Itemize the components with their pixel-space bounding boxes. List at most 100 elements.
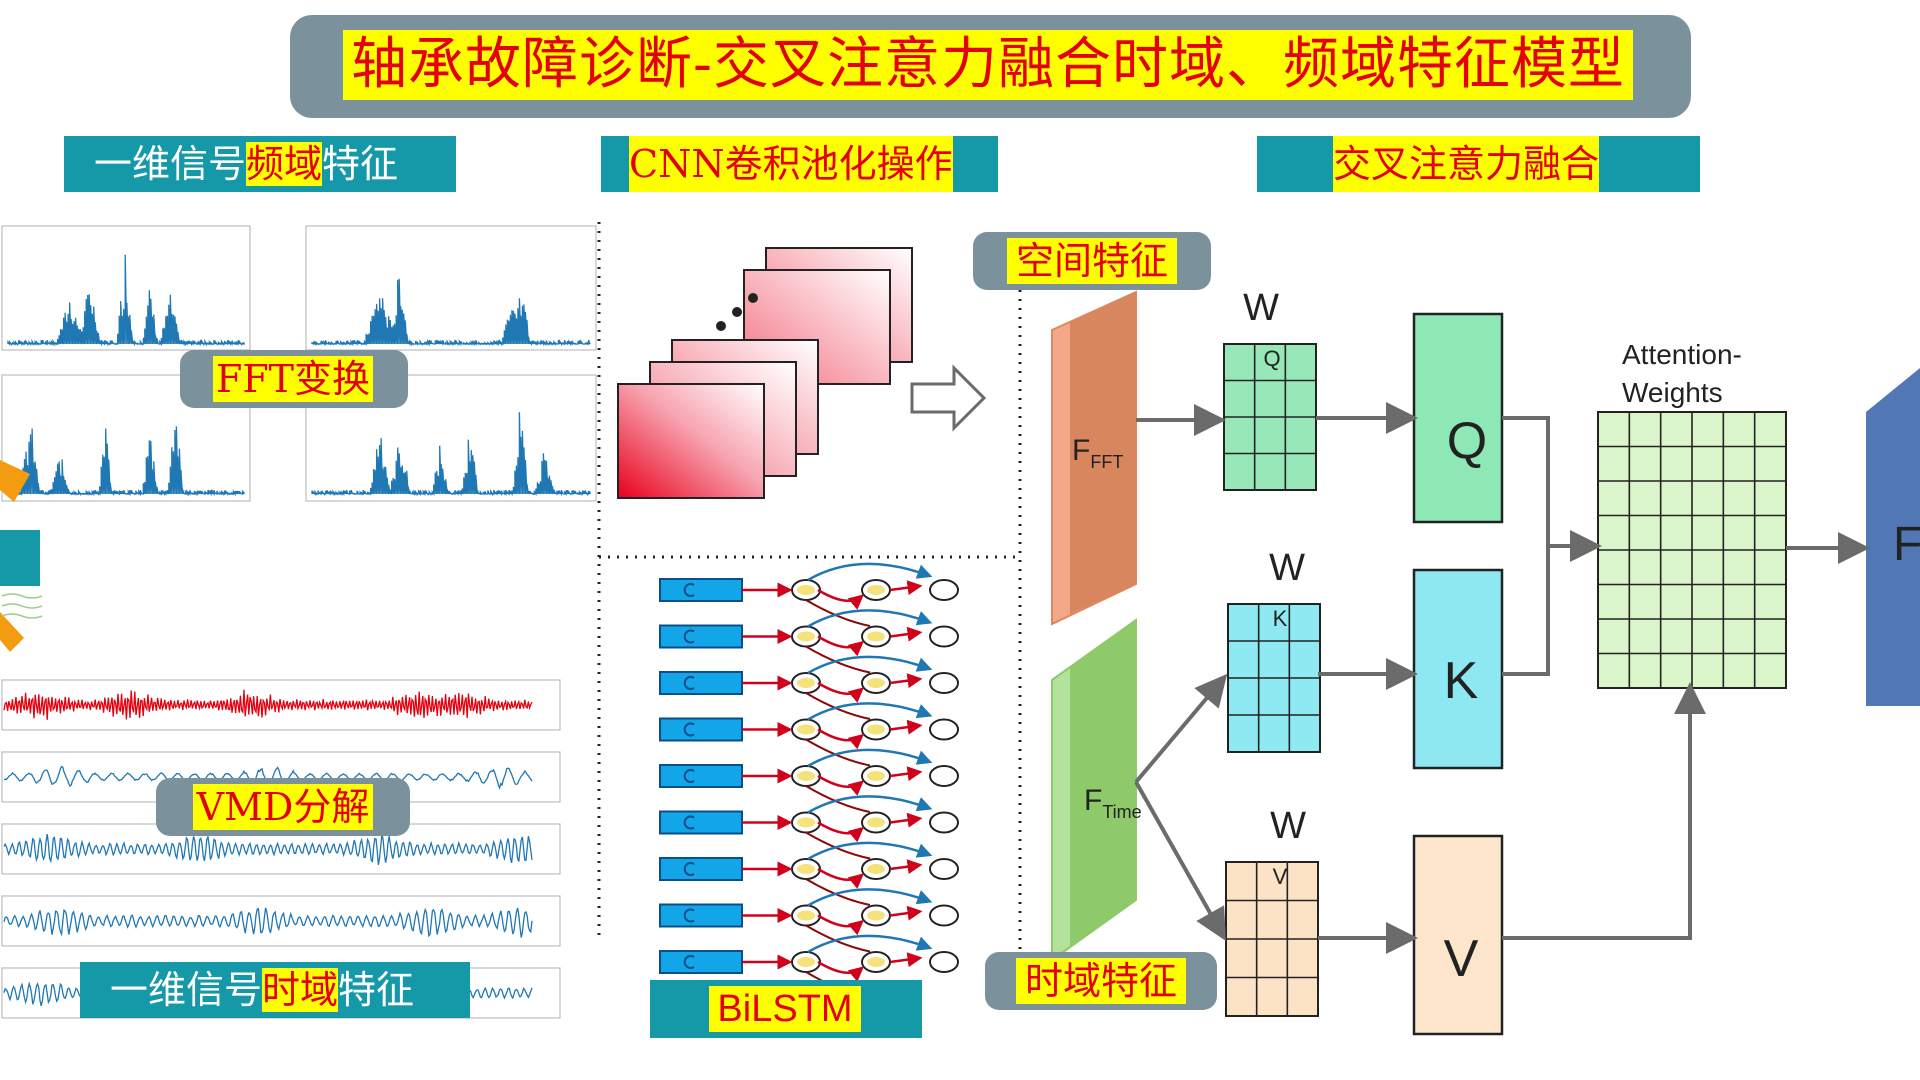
recurrent-edge (805, 692, 871, 720)
recurrent-edge (805, 785, 871, 813)
forward-edge (817, 588, 864, 610)
lstm-node-fill (867, 724, 885, 735)
recurrent-edge (805, 924, 871, 953)
input-cell (659, 764, 743, 788)
fft-spectrum-3 (7, 426, 245, 497)
input-cell (659, 578, 743, 602)
cnn-section-title: CNN卷积池化操作 (629, 136, 953, 192)
lstm-node (929, 811, 959, 834)
lstm-node-fill (867, 817, 885, 828)
attention-section-title: 交叉注意力融合 (1333, 136, 1600, 192)
freq-title-prefix: 一维信号 (94, 142, 247, 186)
input-cell (659, 717, 743, 742)
fft-spectrum-panels (1, 225, 597, 502)
recurrent-edge (805, 738, 871, 767)
bilstm-row (659, 934, 959, 999)
ellipsis-dot (732, 307, 742, 317)
time-title-highlight: 时域 (262, 968, 339, 1012)
wq-sub-label: Q (1263, 346, 1280, 371)
lstm-node-fill (797, 678, 815, 688)
lstm-node-fill (867, 771, 885, 781)
k-label: K (1444, 652, 1479, 710)
lstm-node-fill (797, 724, 815, 735)
forward-edge (817, 681, 864, 703)
time-section-header: 一维信号时域特征 (80, 962, 470, 1018)
backward-edge (807, 748, 933, 768)
attention-section-header: 交叉注意力融合 (1257, 136, 1700, 192)
lstm-node (929, 579, 959, 601)
wq-w-label: W (1243, 287, 1279, 329)
recurrent-edge (805, 599, 871, 627)
bilstm-row (659, 655, 959, 720)
page-title: 轴承故障诊断-交叉注意力融合时域、频域特征模型 (343, 30, 1633, 100)
lstm-node (929, 672, 959, 694)
time-title-suffix: 特征 (338, 968, 415, 1012)
forward-edge (817, 821, 864, 843)
freq-title-suffix: 特征 (322, 142, 399, 186)
f-time-block-side (1070, 620, 1136, 946)
recurrent-edge (805, 645, 871, 674)
lstm-node (929, 765, 959, 787)
input-cell (659, 624, 743, 649)
lstm-node (929, 625, 959, 648)
forward-edge (889, 812, 923, 828)
forward-edge (817, 867, 864, 889)
wv-sub-label: V (1273, 864, 1288, 889)
ellipsis-dot (716, 321, 726, 331)
wv-w-label: W (1270, 805, 1306, 847)
forward-edge (889, 952, 923, 968)
feature-map-card-front (617, 383, 765, 499)
input-cell (659, 810, 743, 835)
forward-edge (889, 905, 923, 921)
backward-edge (807, 888, 933, 907)
lstm-node-fill (797, 817, 815, 828)
backward-edge (807, 562, 933, 582)
left-edge-block (0, 530, 40, 586)
backward-edge (807, 841, 933, 861)
input-cell-glyph (683, 908, 695, 923)
wk-sub-label: K (1273, 606, 1288, 631)
input-cell-glyph (683, 676, 695, 690)
input-cell-glyph (683, 955, 695, 969)
input-cell (659, 671, 743, 695)
input-cell (659, 903, 743, 928)
backward-edge (807, 934, 933, 954)
lstm-node (929, 904, 959, 927)
input-cell-glyph (683, 583, 695, 597)
attention-weights-label-line2: Weights (1622, 377, 1723, 408)
left-edge-arrow-bottom (0, 612, 24, 652)
input-cell-glyph (683, 722, 695, 737)
lstm-node-fill (867, 957, 885, 967)
freq-section-title: 一维信号频域特征 (94, 136, 398, 192)
connector-time-to-wk (1134, 673, 1228, 784)
fft-panel-2 (305, 225, 597, 351)
bilstm-row (659, 609, 959, 674)
bilstm-label: BiLSTM (709, 986, 861, 1032)
attention-weights-label-line1: Attention- (1622, 339, 1742, 370)
input-cell (659, 857, 743, 881)
lstm-node-fill (797, 957, 815, 967)
bilstm-row (659, 702, 959, 767)
forward-edge (817, 728, 864, 750)
cnn-feature-maps (617, 247, 913, 499)
cnn-section-header: CNN卷积池化操作 (601, 136, 998, 192)
imf3-trace (3, 907, 533, 938)
bilstm-row (659, 748, 959, 813)
recurrent-edge (805, 831, 871, 860)
lstm-node-fill (797, 864, 815, 874)
k-matrix-box (1412, 568, 1504, 770)
output-block (1866, 368, 1920, 706)
left-edge-arrow-top (0, 460, 30, 502)
forward-edge (889, 719, 923, 735)
bilstm-row (659, 562, 959, 627)
time-section-title: 一维信号时域特征 (110, 962, 414, 1018)
lstm-node-fill (867, 678, 885, 688)
lstm-node-fill (797, 771, 815, 781)
recurrent-edge (805, 878, 871, 906)
lstm-node-fill (797, 585, 815, 595)
fft-spectrum-1 (7, 254, 245, 347)
attention-connectors (1134, 402, 1870, 954)
wk-w-label: W (1269, 547, 1305, 589)
